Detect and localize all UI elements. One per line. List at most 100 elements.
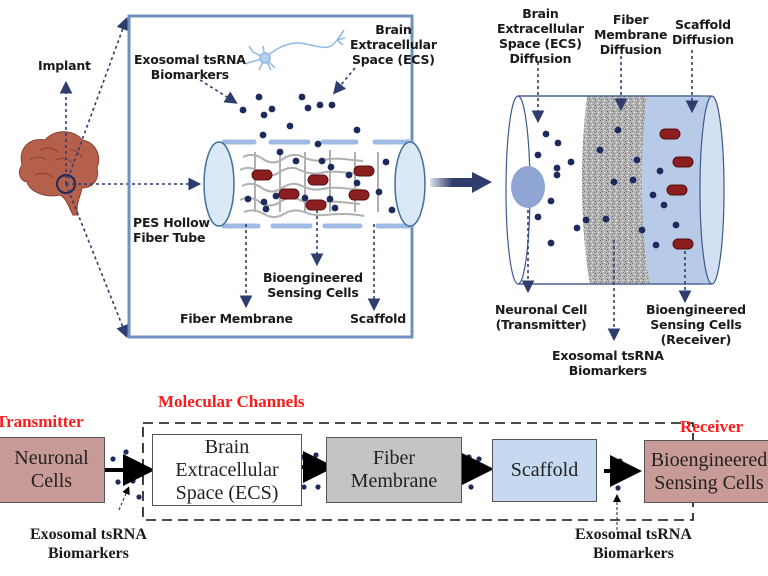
left-biomarker-line2: Biomarkers bbox=[48, 545, 129, 562]
biomarker-dot bbox=[286, 122, 294, 130]
fiber-diff-line1: Fiber bbox=[612, 12, 649, 27]
right-biomarker-line2: Biomarkers bbox=[593, 545, 674, 562]
receiver-line2: Sensing Cells bbox=[650, 317, 742, 332]
sensing-cell-icon bbox=[278, 188, 300, 200]
ecs-line2: Extracellular bbox=[350, 37, 437, 52]
biomarker-dot bbox=[136, 494, 142, 500]
biomarker-dot bbox=[259, 131, 267, 139]
exosomal-label-top: Exosomal tsRNA Biomarkers bbox=[134, 52, 246, 82]
sensing-line2: Sensing Cells bbox=[267, 285, 359, 300]
box-text: Membrane bbox=[350, 470, 438, 492]
receiver-title: Receiver bbox=[680, 417, 744, 436]
biomarker-dot bbox=[466, 454, 472, 460]
biomarker-dot bbox=[130, 478, 136, 484]
sensing-cell-icon bbox=[307, 174, 329, 186]
biomarker-dot bbox=[345, 171, 353, 179]
sensing-cell-icon bbox=[659, 128, 681, 140]
box-text: Scaffold bbox=[510, 459, 579, 481]
biomarker-dot bbox=[353, 179, 361, 187]
biomarker-dot bbox=[327, 163, 335, 171]
biomarker-dot bbox=[115, 479, 121, 485]
biomarker-dot bbox=[547, 239, 555, 247]
receiver-line3: (Receiver) bbox=[660, 332, 732, 347]
biomarker-dot bbox=[304, 104, 312, 112]
brain-icon bbox=[18, 131, 100, 216]
biomarker-dot bbox=[298, 93, 306, 101]
sensing-cell-icon bbox=[666, 184, 688, 196]
biomarker-dot bbox=[554, 139, 562, 147]
biomarker-dot bbox=[534, 213, 542, 221]
ecs-label-top: Brain Extracellular Space (ECS) bbox=[350, 22, 437, 67]
biomarker-dot bbox=[610, 178, 618, 186]
biomarker-dot bbox=[301, 484, 307, 490]
biomarker-dot bbox=[553, 164, 561, 172]
biomarker-dot bbox=[638, 226, 646, 234]
fiber-diffusion-label: Fiber Membrane Diffusion bbox=[594, 12, 667, 57]
ecs-diff-line1: Brain bbox=[522, 6, 559, 21]
scaffold-diff-line1: Scaffold bbox=[674, 17, 731, 32]
left-biomarker-label: Exosomal tsRNA Biomarkers bbox=[30, 525, 147, 563]
box-scaffold: Scaffold bbox=[492, 439, 597, 502]
biomarker-dot bbox=[656, 167, 664, 175]
ecs-line3: Space (ECS) bbox=[352, 52, 435, 67]
biomarker-dot bbox=[331, 204, 339, 212]
biomarker-dot bbox=[582, 216, 590, 224]
biomarker-dots bbox=[110, 93, 680, 500]
box-text: Sensing Cells bbox=[654, 471, 764, 494]
biomarker-dot bbox=[276, 148, 284, 156]
scaffold-diff-line2: Diffusion bbox=[672, 32, 734, 47]
left-biomarker-line1: Exosomal tsRNA bbox=[30, 526, 147, 543]
big-arrow-head bbox=[472, 172, 492, 193]
molecular-channels-title: Molecular Channels bbox=[158, 392, 305, 411]
biomarker-dot bbox=[534, 151, 542, 159]
sensing-cell-icon bbox=[305, 199, 327, 211]
ecs-diffusion-label: Brain Extracellular Space (ECS) Diffusio… bbox=[497, 6, 584, 66]
big-arrow-shaft bbox=[430, 178, 475, 187]
neuronal-line2: (Transmitter) bbox=[495, 317, 587, 332]
biomarker-dot bbox=[272, 192, 280, 200]
exosomal-label-right: Exosomal tsRNA Biomarkers bbox=[552, 348, 664, 378]
biomarker-dot bbox=[326, 195, 334, 203]
biomarker-dot bbox=[615, 485, 621, 491]
biomarker-dot bbox=[596, 146, 604, 154]
neuronal-cell-label: Neuronal Cell (Transmitter) bbox=[495, 302, 587, 332]
biomarker-dot bbox=[660, 201, 668, 209]
implant-label: Implant bbox=[38, 58, 91, 73]
biomarker-dot bbox=[567, 158, 575, 166]
biomarker-dot bbox=[292, 157, 300, 165]
transmitter-title: Transmitter bbox=[0, 412, 84, 431]
box-text: Bioengineered bbox=[650, 448, 768, 471]
fiber-membrane-label: Fiber Membrane bbox=[180, 311, 293, 326]
ecs-diff-line4: Diffusion bbox=[509, 51, 572, 66]
biomarker-dot bbox=[110, 456, 116, 462]
biomarker-dot bbox=[542, 130, 550, 138]
biomarker-dot bbox=[388, 206, 396, 214]
scaffold-diffusion-label: Scaffold Diffusion bbox=[672, 17, 734, 47]
biomarker-dot bbox=[614, 126, 622, 134]
box-text: Space (ECS) bbox=[175, 481, 279, 504]
box-text: Cells bbox=[30, 470, 73, 492]
biomarker-dot bbox=[314, 140, 322, 148]
ecs-diff-line2: Extracellular bbox=[497, 21, 584, 36]
biomarker-dot bbox=[468, 484, 474, 490]
sensing-cell-icon bbox=[348, 189, 370, 201]
pes-line1: PES Hollow bbox=[133, 215, 210, 230]
biomarker-dot bbox=[672, 221, 680, 229]
molecular-channels-frame bbox=[142, 422, 694, 521]
exosomal-r-line1: Exosomal tsRNA bbox=[552, 348, 664, 363]
biomarker-dot bbox=[313, 452, 319, 458]
box-text: Brain bbox=[204, 435, 250, 458]
neuronal-cell-icon bbox=[511, 166, 545, 208]
biomarker-dot bbox=[633, 156, 641, 164]
biomarker-dot bbox=[553, 171, 561, 179]
biomarker-dot bbox=[239, 106, 247, 114]
biomarker-dot bbox=[315, 484, 321, 490]
sensing-cell-icon bbox=[353, 165, 375, 177]
sensing-cell-icon bbox=[672, 156, 694, 168]
biomarker-dot bbox=[123, 449, 129, 455]
biomarker-dot bbox=[316, 101, 324, 109]
